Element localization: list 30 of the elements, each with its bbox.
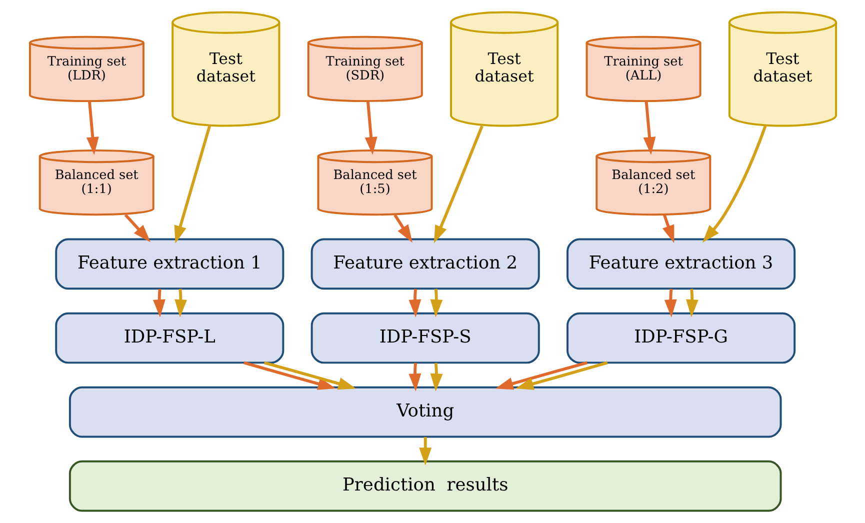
arrow: [364, 101, 377, 155]
arrow: [408, 288, 421, 318]
arrow: [433, 126, 483, 244]
node-box: Feature extraction 1: [54, 238, 284, 290]
arrow: [174, 125, 211, 244]
node-box: IDP-FSP-S: [310, 312, 540, 364]
arrow: [263, 361, 356, 390]
node-box: IDP-FSP-L: [54, 312, 284, 364]
arrow: [86, 101, 98, 155]
arrow: [174, 288, 187, 318]
arrow: [642, 101, 656, 155]
arrow: [702, 126, 766, 243]
node-box: Feature extraction 2: [310, 238, 540, 290]
node-box: IDP-FSP-G: [566, 312, 796, 364]
arrow: [430, 288, 442, 318]
node-box: Feature extraction 3: [566, 238, 796, 290]
node-box: Prediction results: [68, 460, 782, 512]
arrow: [408, 362, 421, 392]
arrow: [662, 214, 674, 244]
arrow: [515, 361, 608, 390]
arrow: [243, 361, 336, 390]
arrow: [418, 437, 432, 466]
arrow: [124, 214, 150, 242]
arrow: [152, 288, 165, 318]
arrow: [686, 288, 698, 318]
arrow: [393, 214, 412, 243]
node-box: Voting: [68, 386, 782, 438]
arrow: [494, 361, 588, 390]
arrow: [664, 288, 676, 318]
arrow: [430, 362, 442, 392]
